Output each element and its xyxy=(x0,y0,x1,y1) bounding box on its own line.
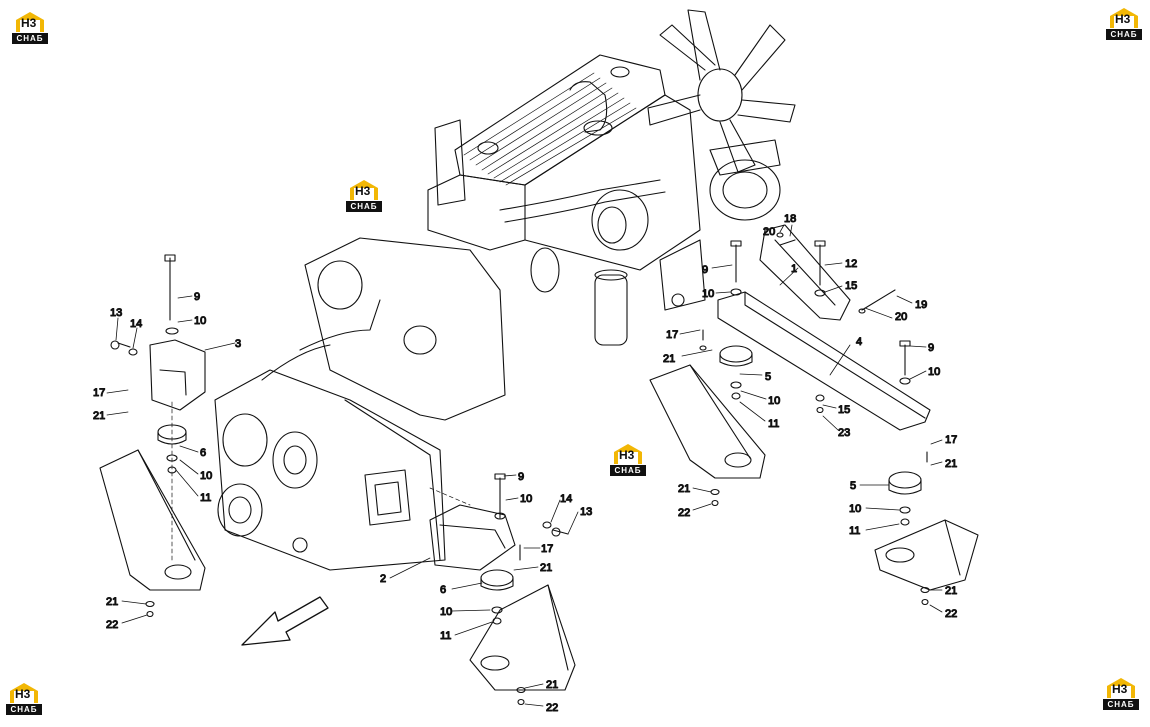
callout-10: 10 xyxy=(928,366,940,378)
callout-9: 9 xyxy=(194,291,200,303)
callout-11: 11 xyxy=(200,492,211,504)
callout-10: 10 xyxy=(849,503,861,515)
logo-house-icon xyxy=(16,12,44,32)
logo-house-icon xyxy=(614,444,642,464)
callout-1: 1 xyxy=(791,263,797,275)
logo-word: СНАБ xyxy=(1106,29,1142,40)
left-mount-group xyxy=(99,254,206,618)
logo-mark: H3 xyxy=(355,184,371,198)
callout-13: 13 xyxy=(580,506,592,518)
transmission-assembly xyxy=(214,237,506,571)
callout-5: 5 xyxy=(765,371,771,383)
logo-house-icon xyxy=(1110,8,1138,28)
callout-11: 11 xyxy=(849,525,860,537)
callout-15: 15 xyxy=(845,280,857,292)
callout-4: 4 xyxy=(856,336,862,348)
engine-assembly xyxy=(427,9,796,346)
callout-22: 22 xyxy=(678,507,690,519)
callout-labels: 1 2 3 4 5 5 6 6 9 9 9 9 10 10 10 10 10 1… xyxy=(92,212,957,714)
callout-22: 22 xyxy=(546,702,558,714)
logo-mark: H3 xyxy=(21,16,37,30)
callout-21: 21 xyxy=(546,679,558,691)
brand-logo: H3 СНАБ xyxy=(12,12,48,44)
callout-10: 10 xyxy=(768,395,780,407)
logo-word: СНАБ xyxy=(1103,699,1139,710)
logo-mark: H3 xyxy=(1112,682,1128,696)
callout-6: 6 xyxy=(440,584,446,596)
callout-21: 21 xyxy=(678,483,690,495)
logo-mark: H3 xyxy=(619,448,635,462)
callout-17: 17 xyxy=(541,543,553,555)
center-mount-group xyxy=(429,473,576,706)
callout-9: 9 xyxy=(702,264,708,276)
logo-house-icon xyxy=(1107,678,1135,698)
callout-21: 21 xyxy=(945,458,957,470)
callout-5: 5 xyxy=(850,480,856,492)
logo-house-icon xyxy=(350,180,378,200)
brand-logo: H3 СНАБ xyxy=(1103,678,1139,710)
callout-11: 11 xyxy=(768,418,779,430)
callout-10: 10 xyxy=(520,493,532,505)
callout-17: 17 xyxy=(93,387,105,399)
callout-21: 21 xyxy=(945,585,957,597)
brand-logo: H3 СНАБ xyxy=(346,180,382,212)
callout-2: 2 xyxy=(380,573,386,585)
callout-20: 20 xyxy=(895,311,907,323)
callout-10: 10 xyxy=(200,470,212,482)
callout-22: 22 xyxy=(106,619,118,631)
logo-word: СНАБ xyxy=(346,201,382,212)
cooling-fan xyxy=(647,9,796,173)
callout-13: 13 xyxy=(110,307,122,319)
callout-11: 11 xyxy=(440,630,451,642)
logo-house-icon xyxy=(10,683,38,703)
logo-mark: H3 xyxy=(1115,12,1131,26)
forward-direction-arrow xyxy=(241,596,329,646)
callout-21: 21 xyxy=(106,596,118,608)
callout-10: 10 xyxy=(702,288,714,300)
callout-12: 12 xyxy=(845,258,857,270)
callout-17: 17 xyxy=(666,329,678,341)
logo-word: СНАБ xyxy=(12,33,48,44)
logo-word: СНАБ xyxy=(610,465,646,476)
logo-word: СНАБ xyxy=(6,704,42,715)
callout-9: 9 xyxy=(518,471,524,483)
callout-21: 21 xyxy=(663,353,675,365)
callout-21: 21 xyxy=(93,410,105,422)
callout-9: 9 xyxy=(928,342,934,354)
brand-logo: H3 СНАБ xyxy=(6,683,42,715)
callout-23: 23 xyxy=(838,427,850,439)
callout-10: 10 xyxy=(440,606,452,618)
callout-6: 6 xyxy=(200,447,206,459)
callout-14: 14 xyxy=(130,318,142,330)
callout-18: 18 xyxy=(784,213,796,225)
callout-15: 15 xyxy=(838,404,850,416)
callout-22: 22 xyxy=(945,608,957,620)
callout-14: 14 xyxy=(560,493,572,505)
brand-logo: H3 СНАБ xyxy=(610,444,646,476)
callout-20: 20 xyxy=(763,226,775,238)
callout-10: 10 xyxy=(194,315,206,327)
brand-logo: H3 СНАБ xyxy=(1106,8,1142,40)
callout-19: 19 xyxy=(915,299,927,311)
logo-mark: H3 xyxy=(15,687,31,701)
right-frame-group xyxy=(649,224,979,606)
callout-3: 3 xyxy=(235,338,241,350)
callout-21: 21 xyxy=(540,562,552,574)
callout-17: 17 xyxy=(945,434,957,446)
leader-lines xyxy=(106,224,943,707)
